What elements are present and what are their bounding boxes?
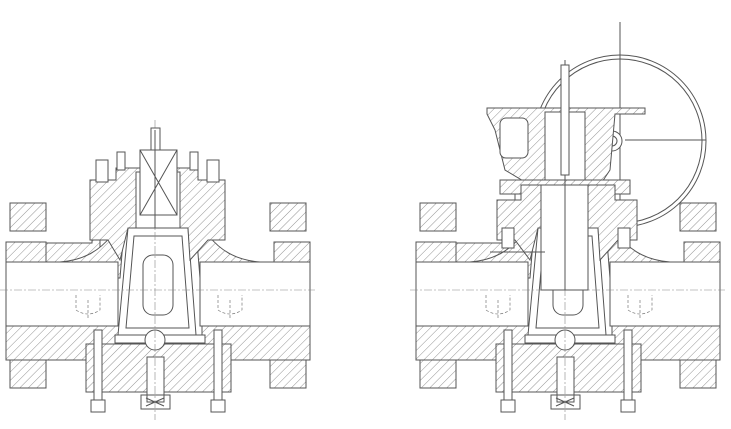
bolts-top [95, 151, 220, 183]
actuator-box [139, 127, 178, 216]
wrench-operated-plug-valve [0, 119, 316, 421]
bonnet [490, 60, 638, 291]
gear-operated-plug-valve [409, 22, 726, 421]
